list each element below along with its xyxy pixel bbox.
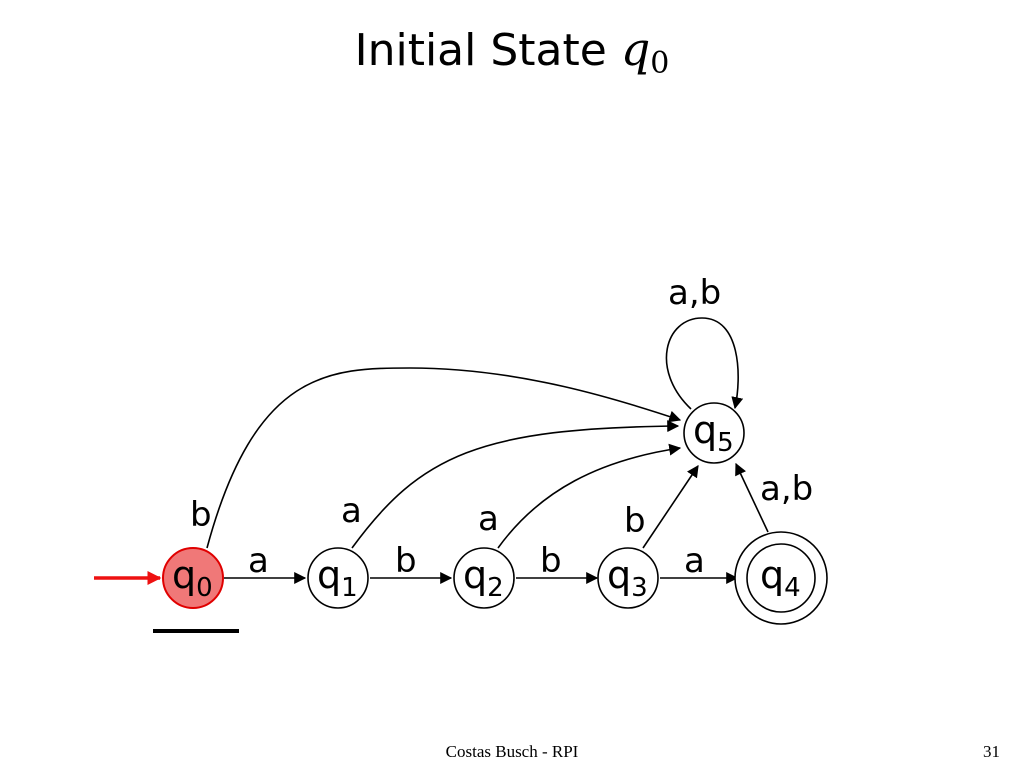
edge-q5-self-loop <box>665 317 744 410</box>
svg-text:q2: q2 <box>463 553 504 603</box>
state-q0: q0 <box>162 547 224 609</box>
label-q5-self-loop: a,b <box>668 273 721 313</box>
label-q1-q2: b <box>395 541 417 581</box>
label-q3-q4: a <box>684 541 705 581</box>
edge-q1-q5 <box>351 420 680 549</box>
slide-title: Initial State q0 <box>0 22 1024 81</box>
svg-text:q3: q3 <box>607 553 648 603</box>
edge-q0-q5 <box>206 367 682 549</box>
title-text: Initial State <box>354 25 607 76</box>
title-symbol: q <box>620 22 651 76</box>
state-q1: q1 <box>307 547 369 609</box>
label-q2-q5: a <box>478 499 499 539</box>
edge-q3-q5 <box>642 465 699 549</box>
svg-text:q4: q4 <box>760 553 801 603</box>
state-q4: q4 <box>734 531 828 625</box>
state-q5: q5 <box>683 402 745 464</box>
label-q0-q1: a <box>248 541 269 581</box>
title-symbol-sub: 0 <box>650 46 670 81</box>
label-q2-q3: b <box>540 541 562 581</box>
edge-q4-q5 <box>735 462 769 533</box>
svg-text:q0: q0 <box>172 553 213 603</box>
label-q0-q5: b <box>190 495 212 535</box>
footer-credit: Costas Busch - RPI <box>445 742 579 761</box>
label-q3-q5: b <box>624 501 646 541</box>
svg-text:q1: q1 <box>317 553 358 603</box>
page-number: 31 <box>983 742 1000 761</box>
label-q4-q5: a,b <box>760 469 813 509</box>
state-q3: q3 <box>597 547 659 609</box>
label-q1-q5: a <box>341 491 362 531</box>
svg-text:q5: q5 <box>693 408 734 458</box>
edge-q2-q5 <box>497 443 682 549</box>
state-q2: q2 <box>453 547 515 609</box>
